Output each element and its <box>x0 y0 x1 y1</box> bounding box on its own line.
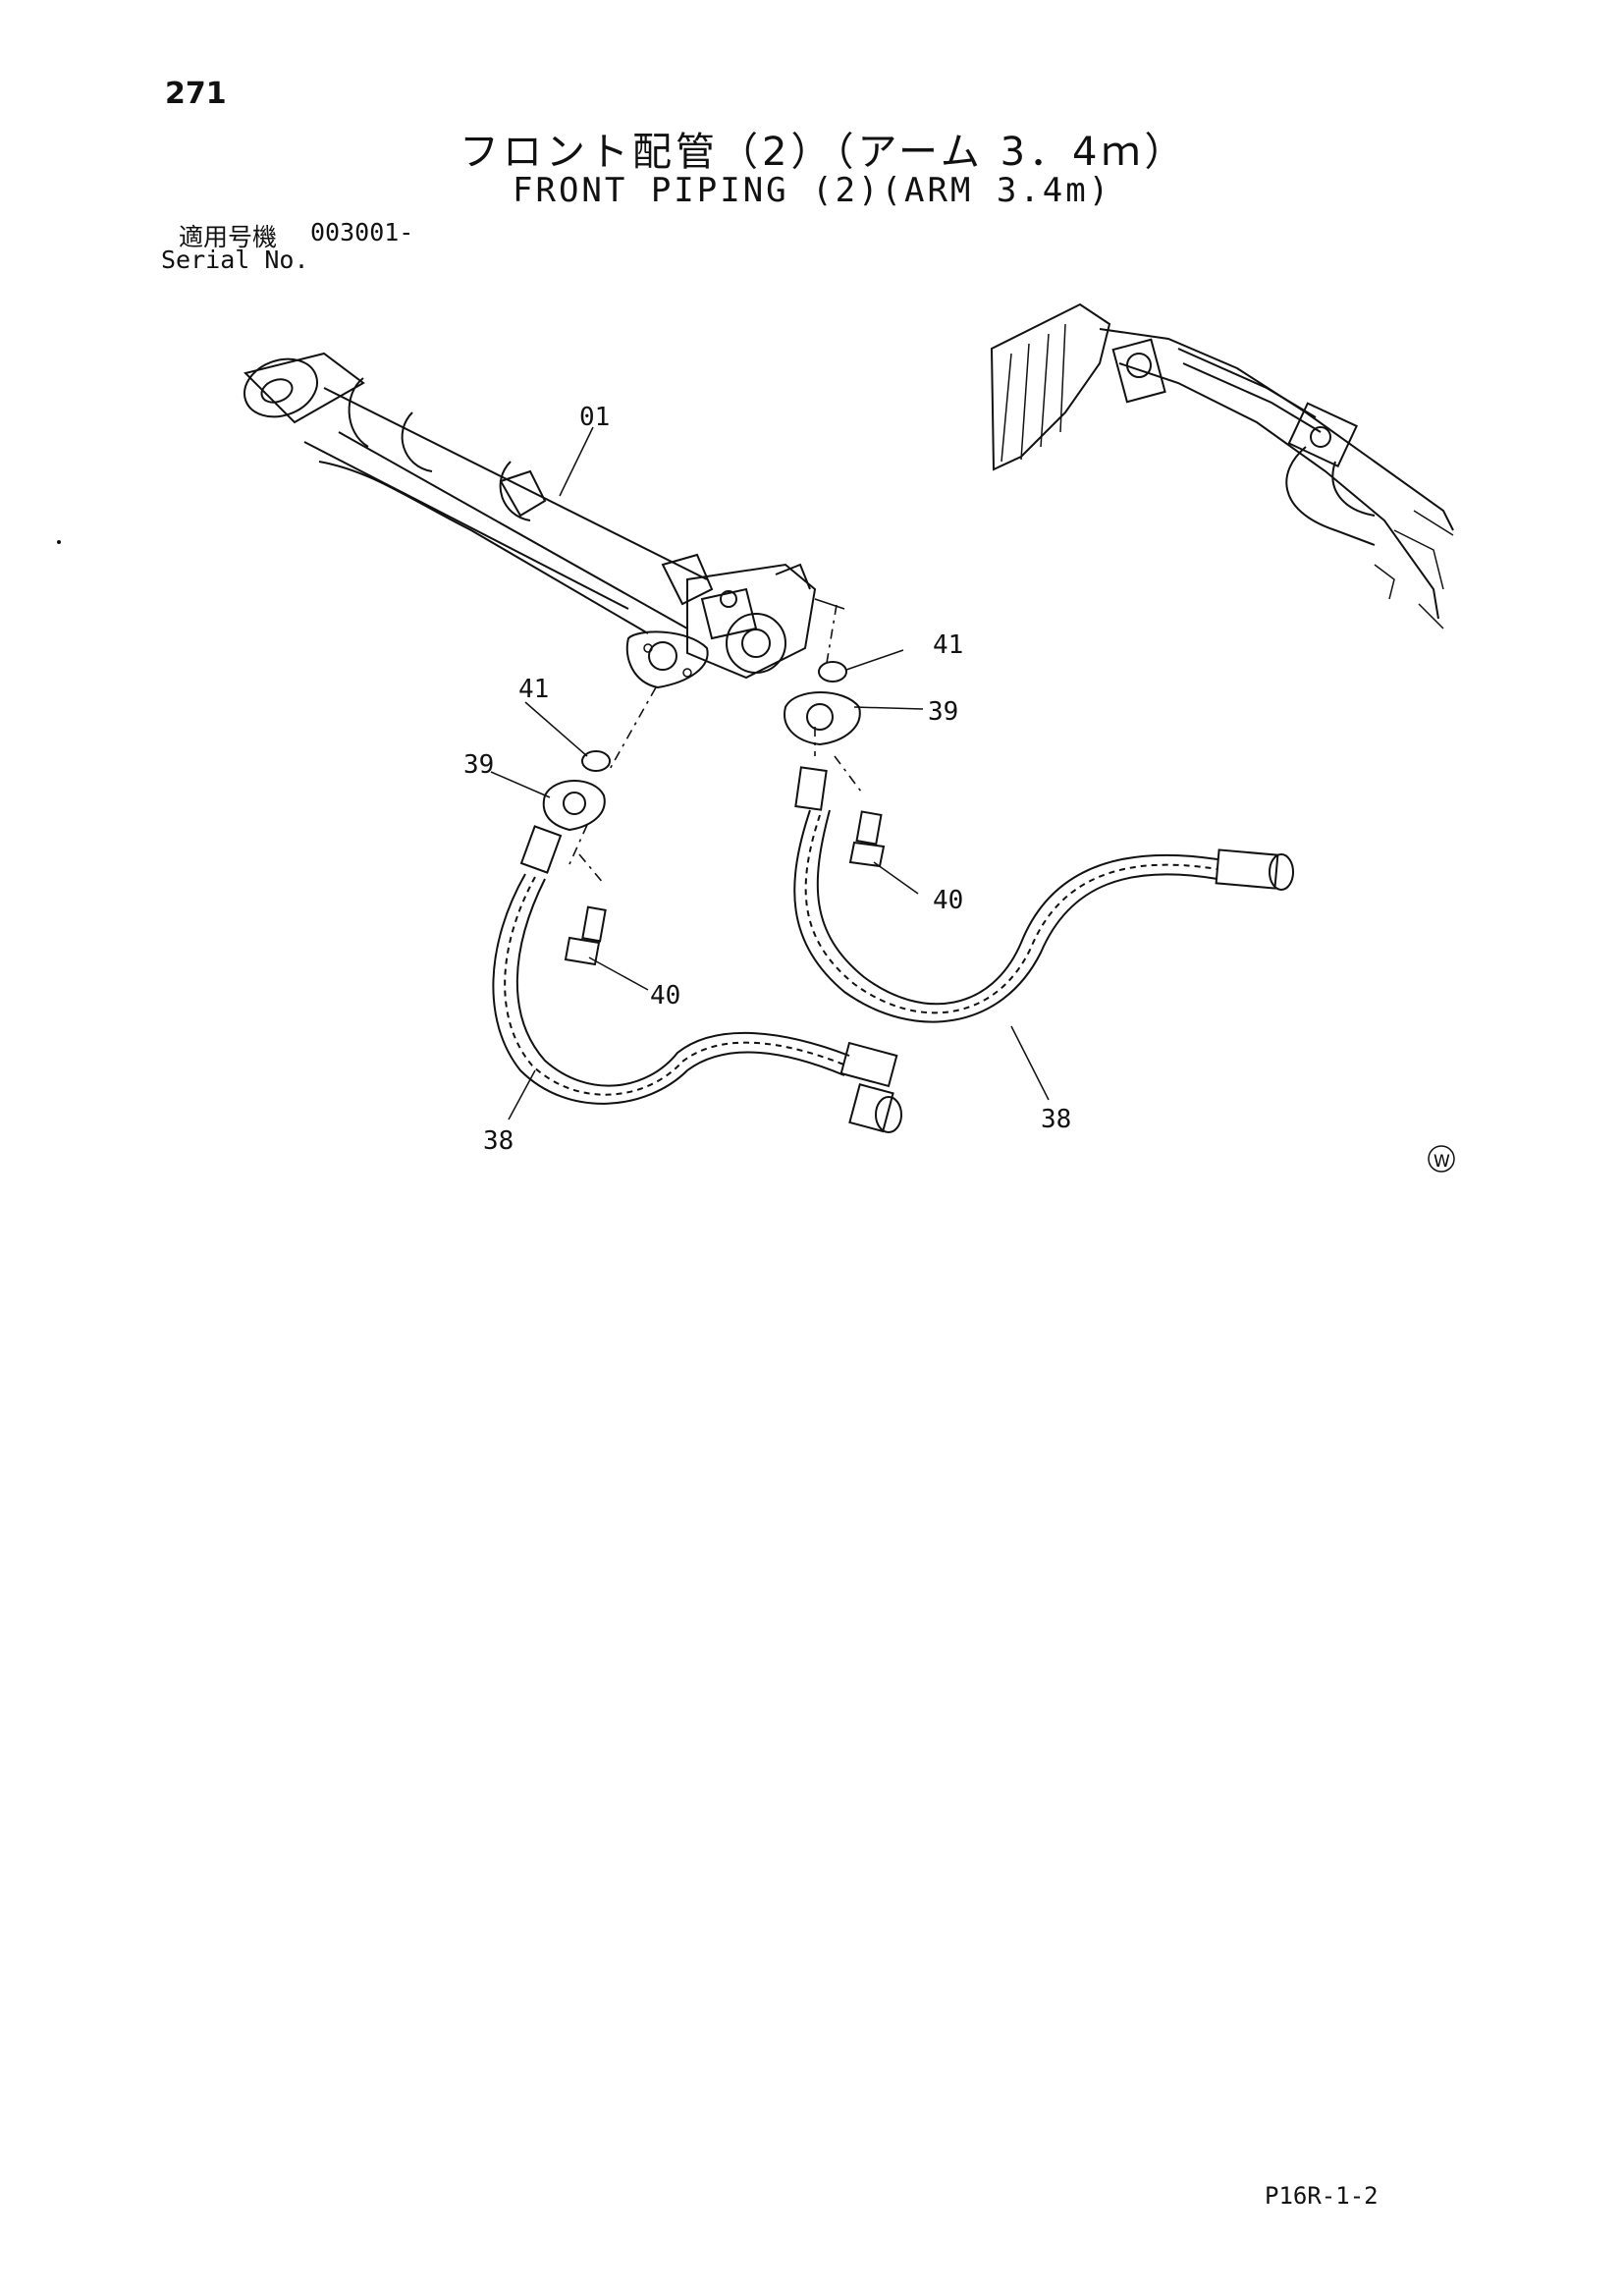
callout-39-right: 39 <box>928 697 958 727</box>
callout-39-left: 39 <box>463 750 494 780</box>
footer-page-code: P16R-1-2 <box>1265 2182 1379 2210</box>
arm-cylinder <box>243 352 817 689</box>
serial-label-english: Serial No. <box>161 246 309 274</box>
circled-w-symbol: W <box>1428 1145 1455 1173</box>
callout-41-left: 41 <box>518 675 549 704</box>
scan-speck <box>57 540 61 544</box>
page-number: 271 <box>165 77 227 111</box>
inset-arm-overview <box>990 302 1454 629</box>
bolt-left <box>564 905 607 966</box>
hose-left <box>492 825 902 1133</box>
serial-number-value: 003001- <box>310 218 414 246</box>
serial-label-japanese: 適用号機 <box>179 223 278 251</box>
page-title-english: FRONT PIPING (2)(ARM 3.4m) <box>513 171 1112 210</box>
page-title-japanese: フロント配管（2）（アーム 3．4ｍ） <box>460 130 1188 175</box>
bolt-right <box>848 810 886 868</box>
callout-01: 01 <box>579 403 610 432</box>
hose-right <box>793 766 1294 1023</box>
callout-38-left: 38 <box>483 1126 514 1156</box>
o-ring-left <box>581 750 611 772</box>
callout-38-right: 38 <box>1041 1105 1071 1134</box>
callout-41-right: 41 <box>933 630 963 660</box>
split-flange-right <box>784 691 861 746</box>
callout-40-left: 40 <box>650 981 680 1011</box>
callout-40-right: 40 <box>933 886 963 915</box>
leader-lines <box>490 426 1050 1121</box>
split-flange-left <box>542 780 606 832</box>
o-ring-right <box>818 661 847 683</box>
w-letter: W <box>1434 1152 1450 1172</box>
